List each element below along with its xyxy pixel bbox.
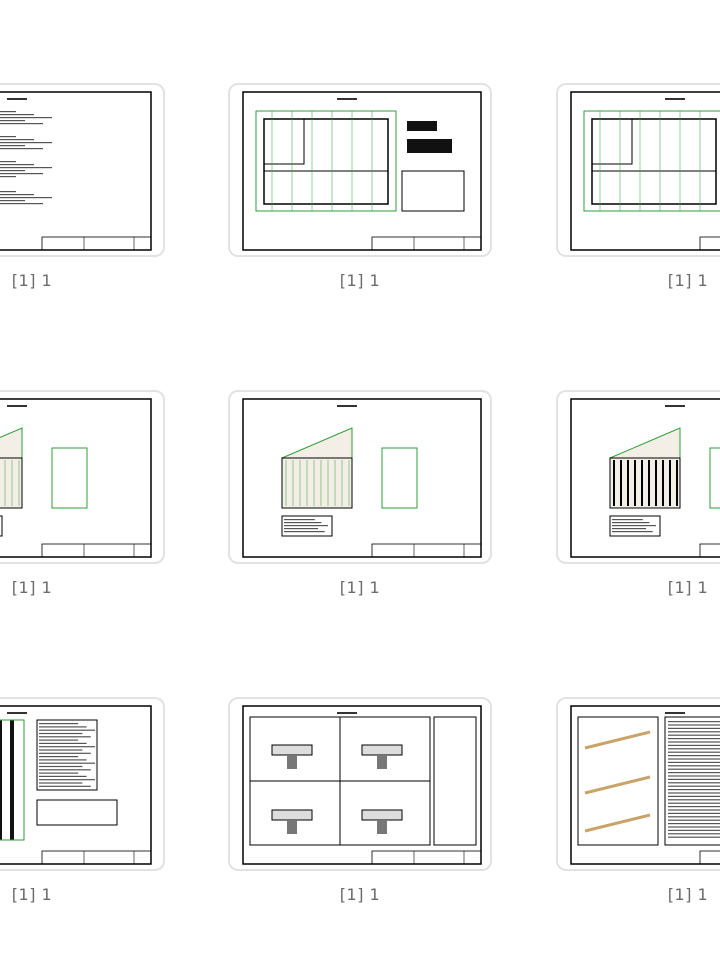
page-label: [1] 1	[667, 885, 709, 904]
page-preview-text-notes	[0, 91, 152, 251]
page-thumbnail[interactable]	[0, 390, 165, 564]
page-thumbnail[interactable]	[0, 697, 165, 871]
page-preview-details	[242, 705, 482, 865]
page-preview-rafter-details	[570, 705, 720, 865]
page-preview-roof-plan	[570, 91, 720, 251]
page-thumbnail[interactable]	[228, 390, 492, 564]
page-label: [1] 1	[667, 271, 709, 290]
page-thumbnail[interactable]	[228, 83, 492, 257]
page-label: [1] 1	[339, 885, 381, 904]
page-label: [1] 1	[339, 578, 381, 597]
page-preview-section	[0, 398, 152, 558]
page-thumbnail[interactable]	[556, 697, 720, 871]
page-thumbnail[interactable]	[228, 697, 492, 871]
page-label: [1] 1	[11, 885, 53, 904]
page-label: [1] 1	[667, 578, 709, 597]
page-preview-wall-framing	[570, 398, 720, 558]
page-label: [1] 1	[339, 271, 381, 290]
page-label: [1] 1	[11, 271, 53, 290]
page-thumbnail[interactable]	[556, 390, 720, 564]
page-preview-elevations	[242, 398, 482, 558]
page-thumbnail[interactable]	[556, 83, 720, 257]
page-label: [1] 1	[11, 578, 53, 597]
page-thumbnail[interactable]	[0, 83, 165, 257]
page-preview-framing-schedule	[0, 705, 152, 865]
page-preview-floor-plan	[242, 91, 482, 251]
